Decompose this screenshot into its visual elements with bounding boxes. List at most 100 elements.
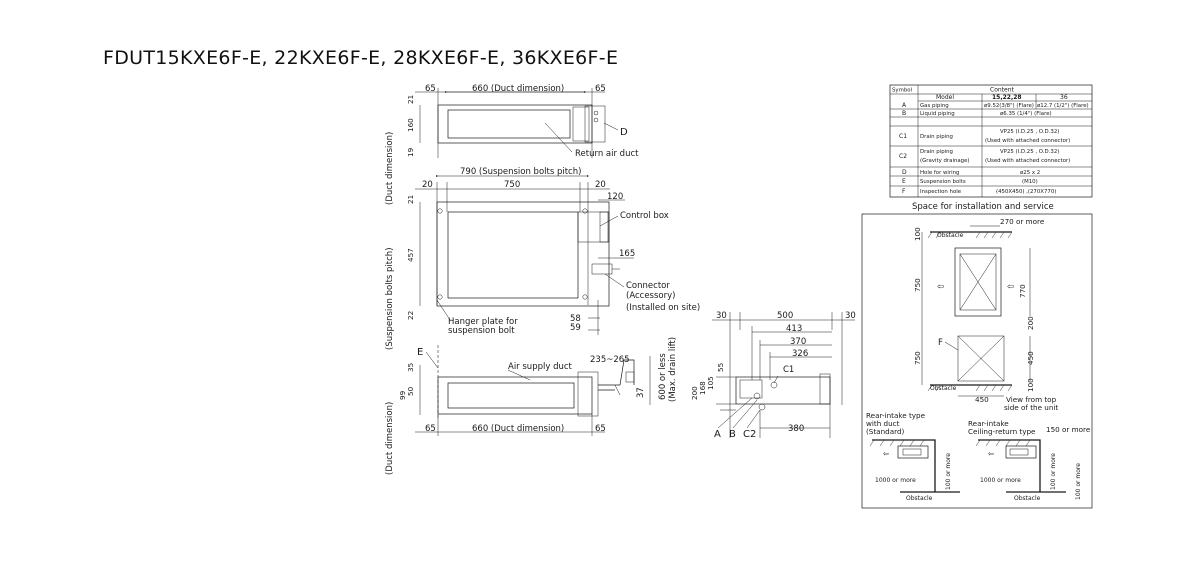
label-connector: Connector xyxy=(626,281,670,291)
dim-65-left: 65 xyxy=(425,424,436,434)
table-row-symbol: A xyxy=(902,102,907,109)
label-side-of-unit: side of the unit xyxy=(1004,403,1058,412)
table-model-label: Model xyxy=(936,94,954,101)
dim-50: 50 xyxy=(406,386,415,396)
side-view: 30 500 30 413 370 326 C1 55 105 168 200 … xyxy=(690,311,856,440)
label-hanger-plate: Hanger plate for xyxy=(448,317,518,327)
dim-326: 326 xyxy=(792,349,808,359)
label-air-supply-duct: Air supply duct xyxy=(508,362,573,372)
dim-660: 660 (Duct dimension) xyxy=(472,84,564,94)
table-row-value: ø6.35 (1/4") (Flare) xyxy=(1000,111,1052,117)
dim-450: 450 xyxy=(975,395,989,404)
dim-59: 59 xyxy=(570,323,581,333)
dim-790-pitch: 790 (Suspension bolts pitch) xyxy=(460,167,581,177)
dim-750: 750 xyxy=(504,180,520,190)
table-row-item: Liquid piping xyxy=(920,111,955,117)
bottom-view: E Air supply duct 235~265 600 or less (M… xyxy=(385,337,678,475)
dim-165: 165 xyxy=(619,249,635,259)
label-c2: C2 xyxy=(743,429,756,440)
label-control-box: Control box xyxy=(620,211,669,221)
table-row-item: Inspection hole xyxy=(920,189,962,195)
dim-55: 55 xyxy=(716,363,725,372)
page-title: FDUT15KXE6F-E, 22KXE6F-E, 28KXE6F-E, 36K… xyxy=(103,47,619,69)
side-label-duct: (Duct dimension) xyxy=(385,132,395,205)
left-arrow-icon: ⇦ xyxy=(883,449,889,458)
dim-160: 160 xyxy=(406,118,415,132)
table-header-symbol: Symbol xyxy=(892,88,912,94)
dim-457: 457 xyxy=(406,248,415,262)
dim-21: 21 xyxy=(406,95,415,104)
dim-58: 58 xyxy=(570,314,581,324)
table-row-value: (M10) xyxy=(1022,179,1038,185)
table-row-item: Hole for wiring xyxy=(920,170,959,176)
left-arrow-icon: ⇦ xyxy=(937,282,944,292)
table-row-value-b: ø12.7 (1/2") (Flare) xyxy=(1037,103,1089,109)
table-row-item: Drain piping xyxy=(920,134,953,140)
label-c1: C1 xyxy=(783,365,794,375)
dim-1000: 1000 or more xyxy=(980,477,1021,484)
side-label-duct: (Duct dimension) xyxy=(385,402,395,475)
label-suspension-bolt: suspension bolt xyxy=(448,326,515,336)
dim-37: 37 xyxy=(636,387,646,398)
dim-35: 35 xyxy=(406,363,415,372)
dim-30-right: 30 xyxy=(845,311,856,321)
service-title: Space for installation and service xyxy=(912,202,1054,212)
table-row-value: VP25 (I.D.25 , O.D.32) xyxy=(1000,149,1059,155)
dim-20-right: 20 xyxy=(595,180,606,190)
table-row-value: (450X450) ,(270X770) xyxy=(996,189,1056,195)
dim-413: 413 xyxy=(786,324,802,334)
table-row-symbol: B xyxy=(902,110,906,117)
label-a: A xyxy=(714,429,721,440)
table-row-item: Gas piping xyxy=(920,103,949,109)
dim-30-left: 30 xyxy=(716,311,727,321)
dim-750: 750 xyxy=(913,351,922,365)
table-row-symbol: D xyxy=(902,169,907,176)
dim-100: 100 xyxy=(913,227,922,241)
table-row-value2: (Used with attached connector) xyxy=(985,158,1070,164)
label-e: E xyxy=(417,347,423,358)
table-row-symbol: C2 xyxy=(899,153,907,160)
dim-150-or-more: 150 or more xyxy=(1046,425,1091,434)
label-f: F xyxy=(938,338,943,348)
dim-770: 770 xyxy=(1018,284,1027,298)
table-header-content: Content xyxy=(990,87,1015,94)
service-space-panel: Space for installation and service 270 o… xyxy=(861,202,1093,509)
plan-view: 790 (Suspension bolts pitch) 20 750 20 1… xyxy=(385,167,700,350)
dim-750: 750 xyxy=(913,278,922,292)
dim-max-drain: (Max. drain lift) xyxy=(668,337,678,402)
table-row-item2: (Gravity drainage) xyxy=(920,158,970,164)
dim-200: 200 xyxy=(690,386,699,400)
side-label-bolts: (Suspension bolts pitch) xyxy=(385,247,395,350)
label-return-air-duct: Return air duct xyxy=(575,149,639,159)
dim-200: 200 xyxy=(1026,316,1035,330)
left-arrow-icon: ⇦ xyxy=(988,449,994,458)
label-b: B xyxy=(729,429,736,440)
dim-235-265: 235~265 xyxy=(590,355,630,365)
dim-168: 168 xyxy=(698,381,707,395)
dim-500: 500 xyxy=(777,311,793,321)
dim-1000: 1000 or more xyxy=(875,477,916,484)
dim-65-right: 65 xyxy=(595,424,606,434)
dim-21: 21 xyxy=(406,195,415,204)
dim-65-left: 65 xyxy=(425,84,436,94)
label-obstacle: Obstacle xyxy=(1014,495,1041,502)
table-row-symbol: F xyxy=(902,188,906,195)
label-standard: (Standard) xyxy=(866,427,905,436)
spec-table: Symbol Content Model 15,22,28 36 A Gas p… xyxy=(889,84,1093,198)
dim-380: 380 xyxy=(788,424,804,434)
label-accessory: (Accessory) xyxy=(626,291,675,301)
label-rear-intake: Rear-intake xyxy=(968,419,1009,428)
label-obstacle: Obstacle xyxy=(930,385,957,392)
table-row-symbol: C1 xyxy=(899,133,907,140)
table-row-value: VP25 (I.D.25 , O.D.32) xyxy=(1000,129,1059,135)
table-row-item: Suspension bolts xyxy=(920,179,966,185)
dim-450: 450 xyxy=(1026,351,1035,365)
table-row-item: Drain piping xyxy=(920,149,953,155)
label-d: D xyxy=(620,127,628,138)
label-view-from-top: View from top xyxy=(1006,395,1057,404)
dim-120: 120 xyxy=(607,192,623,202)
dim-100: 100 xyxy=(1026,378,1035,392)
dim-100-or-more: 100 or more xyxy=(1050,453,1057,490)
dim-99: 99 xyxy=(398,390,407,400)
